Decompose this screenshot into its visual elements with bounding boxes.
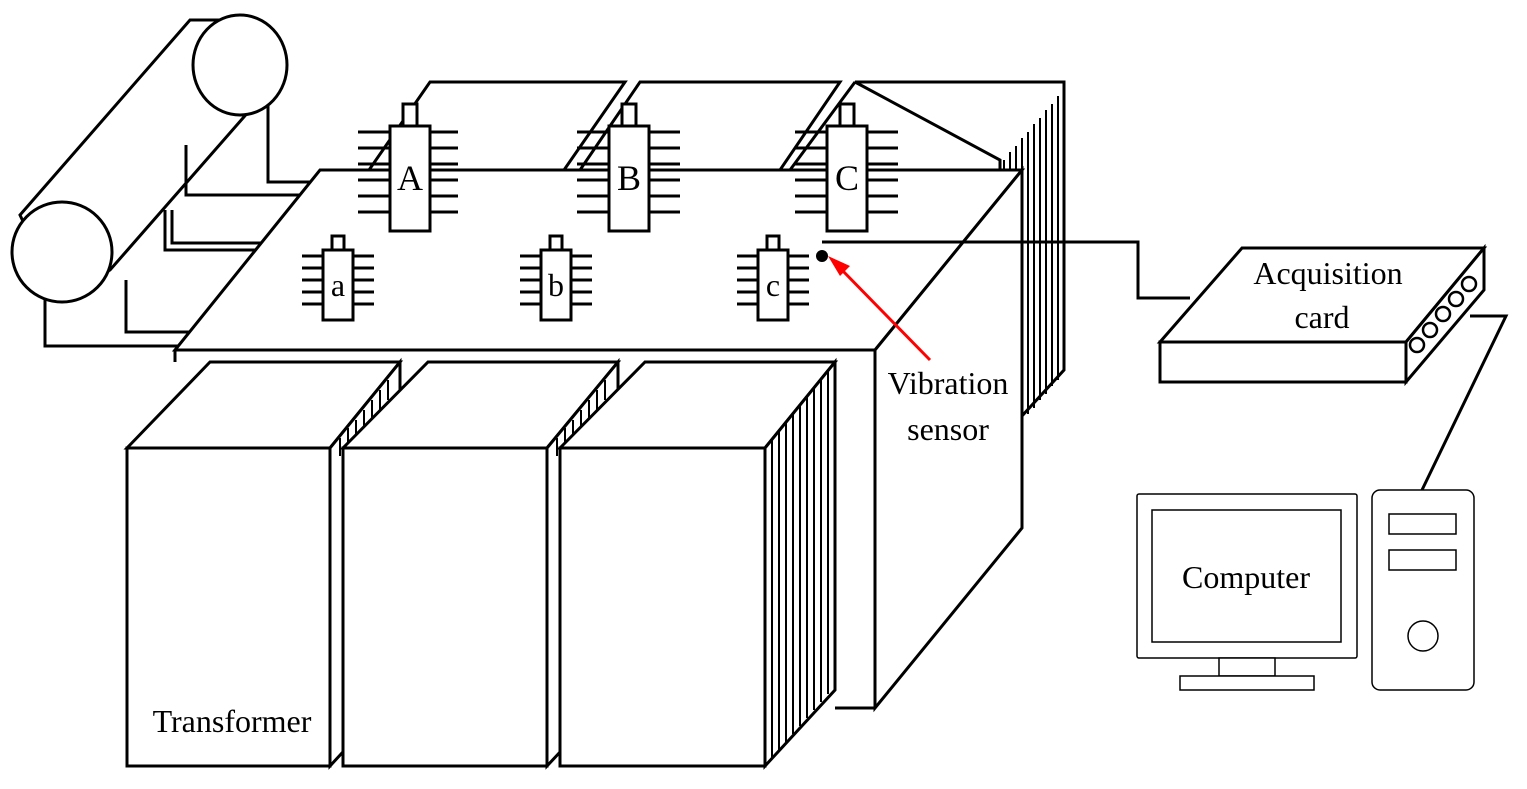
radiator-block-3 — [556, 357, 839, 770]
computer-label: Computer — [1182, 559, 1310, 595]
vibration-sensor — [816, 250, 828, 262]
bushing-c — [737, 234, 809, 322]
bushing-B — [577, 102, 680, 233]
conservator-tank — [10, 13, 289, 304]
label-A: A — [397, 158, 423, 198]
radiator-block-1-fins — [339, 380, 389, 456]
label-C: C — [835, 158, 859, 198]
computer-monitor — [1136, 493, 1358, 691]
vibration-sensor-label-line2: sensor — [907, 411, 989, 447]
bushing-C — [795, 102, 898, 233]
label-B: B — [617, 158, 641, 198]
transformer-label: Transformer — [153, 703, 312, 739]
bushing-A — [358, 102, 458, 233]
radiator-block-3-fins — [771, 372, 829, 758]
label-a: a — [331, 267, 345, 303]
bushing-a — [302, 234, 374, 322]
bushing-b — [520, 234, 592, 322]
sensor-cable — [822, 240, 1190, 300]
card-to-computer-cable — [1420, 314, 1509, 491]
acquisition-card-label-line1: Acquisition — [1253, 255, 1402, 291]
label-b: b — [548, 267, 564, 303]
label-c: c — [766, 267, 780, 303]
vibration-sensor-label-line1: Vibration — [888, 365, 1009, 401]
computer-tower — [1371, 489, 1475, 691]
acquisition-card — [1156, 243, 1488, 387]
acquisition-card-label-line2: card — [1294, 299, 1349, 335]
acquisition-card-ports — [1408, 275, 1478, 354]
sensor-arrow — [828, 256, 932, 362]
